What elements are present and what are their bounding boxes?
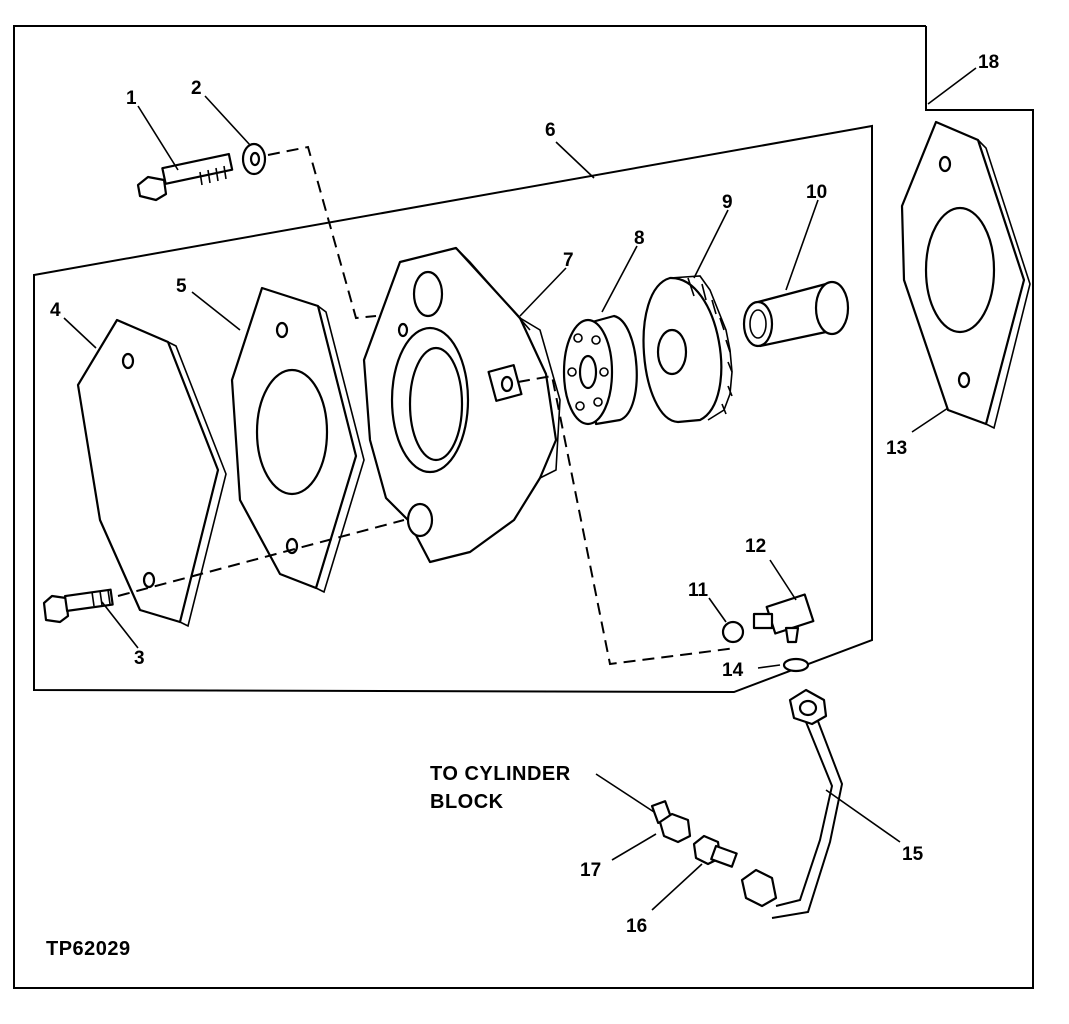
plug-11: [721, 620, 745, 644]
callout-6: 6: [545, 120, 556, 141]
callout-12: 12: [745, 536, 766, 557]
callout-2: 2: [191, 78, 202, 99]
cap-screw-1: [136, 152, 234, 202]
connector-17: [650, 800, 692, 844]
callout-14: 14: [722, 660, 744, 681]
elbow-fitting-12: [752, 593, 815, 644]
annotation-line-2: BLOCK: [430, 791, 504, 813]
leader-lines: [63, 67, 977, 911]
callout-9: 9: [722, 192, 733, 213]
connector-16: [692, 834, 738, 868]
callout-15: 15: [902, 844, 924, 865]
callout-16: 16: [626, 916, 647, 937]
gasket-13: [900, 120, 1031, 430]
alignment-line-upper: [267, 145, 377, 320]
alignment-line-oil: [517, 374, 737, 666]
o-ring-14: [782, 657, 810, 673]
callout-5: 5: [176, 276, 187, 297]
oil-tube-15: [740, 688, 844, 919]
alignment-line-lower: [117, 519, 405, 597]
callout-11: 11: [688, 580, 709, 601]
outer-frame: [13, 25, 1034, 989]
callout-17: 17: [580, 860, 601, 881]
callout-18: 18: [978, 52, 999, 73]
callout-7: 7: [563, 250, 574, 271]
callout-3: 3: [134, 648, 145, 669]
callout-1: 1: [126, 88, 137, 109]
washer-2: [241, 142, 267, 176]
figure-id: TP62029: [46, 938, 131, 960]
idler-gear-9: [642, 275, 733, 424]
callout-13: 13: [886, 438, 907, 459]
idler-housing-7: [362, 246, 561, 564]
bearing-8: [562, 314, 638, 426]
gasket-5: [230, 286, 365, 594]
cover-plate-4: [76, 318, 227, 628]
annotation-line-1: TO CYLINDER: [430, 763, 571, 785]
callout-4: 4: [50, 300, 61, 321]
callout-8: 8: [634, 228, 645, 249]
callout-10: 10: [806, 182, 827, 203]
cap-screw-3: [42, 588, 114, 624]
shaft-10: [742, 280, 850, 348]
